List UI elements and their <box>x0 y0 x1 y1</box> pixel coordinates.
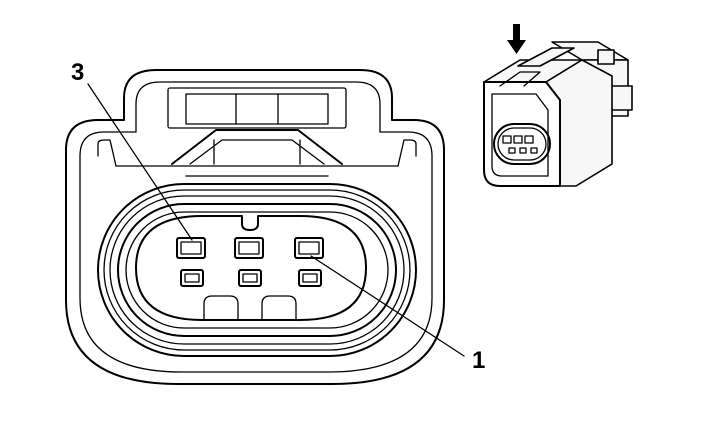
connector-face-view: 3 1 <box>65 59 485 385</box>
terminal-cavities-upper-row <box>176 237 324 259</box>
down-arrow-icon <box>507 24 526 54</box>
housing-inner-outline <box>79 81 433 373</box>
terminal-locks-lower-row <box>180 269 322 287</box>
key-notch-left <box>203 295 239 321</box>
pin-cavity-2 <box>234 237 264 259</box>
guide-rail-right <box>397 139 417 167</box>
connector-isometric-view <box>483 24 633 187</box>
leader-line-pin-3 <box>87 83 193 241</box>
callout-pin-1: 1 <box>472 347 485 374</box>
pin-cavity-1 <box>294 237 324 259</box>
locking-latch <box>167 87 347 165</box>
guide-rail-left <box>97 139 117 167</box>
key-notch-right <box>261 295 297 321</box>
callout-pin-3: 3 <box>71 59 84 86</box>
terminal-insert <box>135 215 367 321</box>
housing-outer-outline <box>65 69 445 385</box>
seal-ring <box>97 183 417 357</box>
leader-line-pin-1 <box>310 255 465 357</box>
